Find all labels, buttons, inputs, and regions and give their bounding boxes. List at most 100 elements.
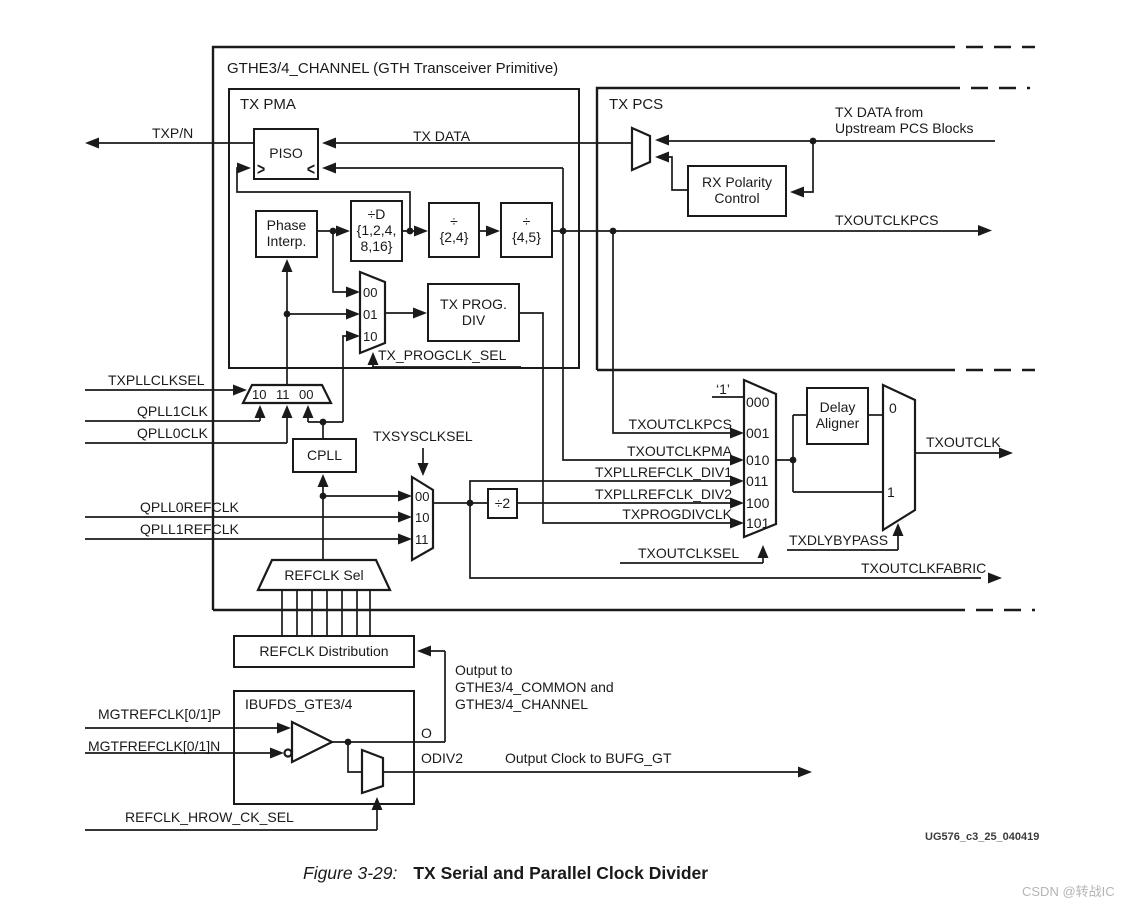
qpll1clk-label: QPLL1CLK <box>137 403 208 419</box>
div-d-label3: 8,16} <box>360 237 393 254</box>
cpll-label: CPLL <box>306 446 343 463</box>
arrowheads <box>85 134 1013 810</box>
progclk-mux-in2: 10 <box>363 329 378 344</box>
pcs-data-mux <box>630 126 652 172</box>
outclk-mux-001: 001 <box>746 425 770 441</box>
outclk-mux-011: 011 <box>746 473 769 489</box>
figure-caption: Figure 3-29: TX Serial and Parallel Clock… <box>303 863 708 884</box>
sysclk-mux-00: 00 <box>415 489 430 504</box>
rx-polarity-label2: Control <box>714 190 760 206</box>
refclk-hrow-label: REFCLK_HROW_CK_SEL <box>125 809 294 825</box>
tx-prog-div-block: TX PROG. DIV <box>427 283 520 342</box>
div-2-label: ÷2 <box>494 494 511 511</box>
delay-aligner-label2: Aligner <box>815 415 860 431</box>
txpllrefclk-div1-label: TXPLLREFCLK_DIV1 <box>595 464 732 480</box>
div-45-label: ÷ <box>522 213 531 230</box>
pllsel-mux-10: 10 <box>252 387 267 402</box>
div-d-block: ÷D {1,2,4, 8,16} <box>350 200 403 262</box>
piso-label: PISO <box>269 145 303 162</box>
bypass-mux-in1: 1 <box>887 484 895 500</box>
junction-dots <box>283 137 817 746</box>
mgtrefclk-n-label: MGTFREFCLK[0/1]N <box>88 738 221 754</box>
bypass-mux-in0: 0 <box>889 400 897 416</box>
pllsel-mux-00: 00 <box>299 387 314 402</box>
div-24-label: ÷ <box>450 213 458 230</box>
refclk-distribution-label: REFCLK Distribution <box>259 642 389 659</box>
txoutclkpma-row-label: TXOUTCLKPMA <box>626 443 732 459</box>
txprogdivclk-label: TXPROGDIVCLK <box>622 506 732 522</box>
outclk-mux-100: 100 <box>746 495 770 511</box>
tx-prog-div-label2: DIV <box>461 311 486 328</box>
phase-interp-block: Phase Interp. <box>255 210 318 258</box>
txpllclksel-label: TXPLLCLKSEL <box>108 372 205 388</box>
rx-polarity-block: RX Polarity Control <box>687 165 787 217</box>
qpll0refclk-label: QPLL0REFCLK <box>140 499 239 515</box>
div-d-label2: {1,2,4, <box>356 222 397 239</box>
progclk-mux-in1: 01 <box>363 307 378 322</box>
ibufds-label: IBUFDS_GTE3/4 <box>245 696 353 712</box>
rx-polarity-label: RX Polarity <box>701 174 773 191</box>
odiv2-mux <box>360 748 385 795</box>
qpll1refclk-label: QPLL1REFCLK <box>140 521 239 537</box>
div-45-block: ÷ {4,5} <box>500 202 553 258</box>
txdata-from-label2: Upstream PCS Blocks <box>835 120 974 136</box>
clock-wedge-left-icon: > <box>257 159 266 180</box>
pllsel-mux-11: 11 <box>276 387 290 402</box>
refclk-distribution-block: REFCLK Distribution <box>233 635 415 668</box>
txdata-label: TX DATA <box>413 128 471 144</box>
tx-progclk-sel-label: TX_PROGCLK_SEL <box>378 347 507 363</box>
odiv2-label: ODIV2 <box>421 750 464 766</box>
inverter-bubble-icon <box>283 748 293 758</box>
txpn-label: TXP/N <box>152 125 194 141</box>
output-to-label: Output to <box>455 662 513 678</box>
outclk-mux-101: 101 <box>746 515 770 531</box>
delay-aligner-block: Delay Aligner <box>806 387 869 445</box>
txoutclkpcs-row-label: TXOUTCLKPCS <box>628 416 732 432</box>
txsysclksel-label: TXSYSCLKSEL <box>373 428 473 444</box>
refclk-sel-mux <box>256 558 392 592</box>
sysclk-mux-11: 11 <box>415 532 429 547</box>
outclk-mux-000: 000 <box>746 394 770 410</box>
delay-aligner-label: Delay <box>819 399 856 416</box>
figure-title: TX Serial and Parallel Clock Divider <box>413 863 709 883</box>
mgtrefclk-p-label: MGTREFCLK[0/1]P <box>98 706 221 722</box>
txoutclk-sel-mux <box>742 378 778 539</box>
sysclk-mux-10: 10 <box>415 510 430 525</box>
outer-box-title: GTHE3/4_CHANNEL (GTH Transceiver Primiti… <box>227 60 559 77</box>
div-24-block: ÷ {2,4} <box>428 202 480 258</box>
ibufds-block: IBUFDS_GTE3/4 <box>233 690 415 805</box>
output-to-label2: GTHE3/4_COMMON and <box>455 679 614 695</box>
div-d-label: ÷D <box>367 206 386 223</box>
txoutclk-label: TXOUTCLK <box>926 434 1001 450</box>
div-2-block: ÷2 <box>487 488 518 519</box>
cpll-block: CPLL <box>292 438 357 473</box>
sysclk-mux <box>410 475 435 562</box>
pll-clock-sel-mux <box>241 383 333 405</box>
txdlybypass-label: TXDLYBYPASS <box>789 532 889 548</box>
figure-number: Figure 3-29: <box>303 863 398 883</box>
ibufds-buffer-icon <box>290 720 335 764</box>
phase-interp-label: Phase <box>266 217 307 234</box>
dly-bypass-mux <box>881 383 917 532</box>
doc-reference: UG576_c3_25_040419 <box>925 831 1040 843</box>
txdata-from-label: TX DATA from <box>835 104 924 120</box>
piso-block: PISO > < <box>253 128 319 180</box>
qpll0clk-label: QPLL0CLK <box>137 425 208 441</box>
output-to-label3: GTHE3/4_CHANNEL <box>455 696 589 712</box>
clock-wedge-right-icon: < <box>306 159 315 180</box>
o-port-label: O <box>421 725 432 741</box>
tx-pma-title: TX PMA <box>240 96 296 113</box>
txoutclkfabric-label: TXOUTCLKFABRIC <box>861 560 987 576</box>
progclk-mux-in0: 00 <box>363 285 378 300</box>
tx-pcs-title: TX PCS <box>609 96 664 113</box>
div-24-label2: {2,4} <box>439 229 469 245</box>
tx-prog-div-label: TX PROG. <box>440 295 507 312</box>
progclk-mux <box>358 270 387 355</box>
txoutclkpcs-out-label: TXOUTCLKPCS <box>835 212 939 228</box>
output-clock-label: Output Clock to BUFG_GT <box>505 750 672 766</box>
tx-pma-box <box>228 88 580 369</box>
txpllrefclk-div2-label: TXPLLREFCLK_DIV2 <box>595 486 732 502</box>
const-one-label: ‘1’ <box>716 381 731 397</box>
